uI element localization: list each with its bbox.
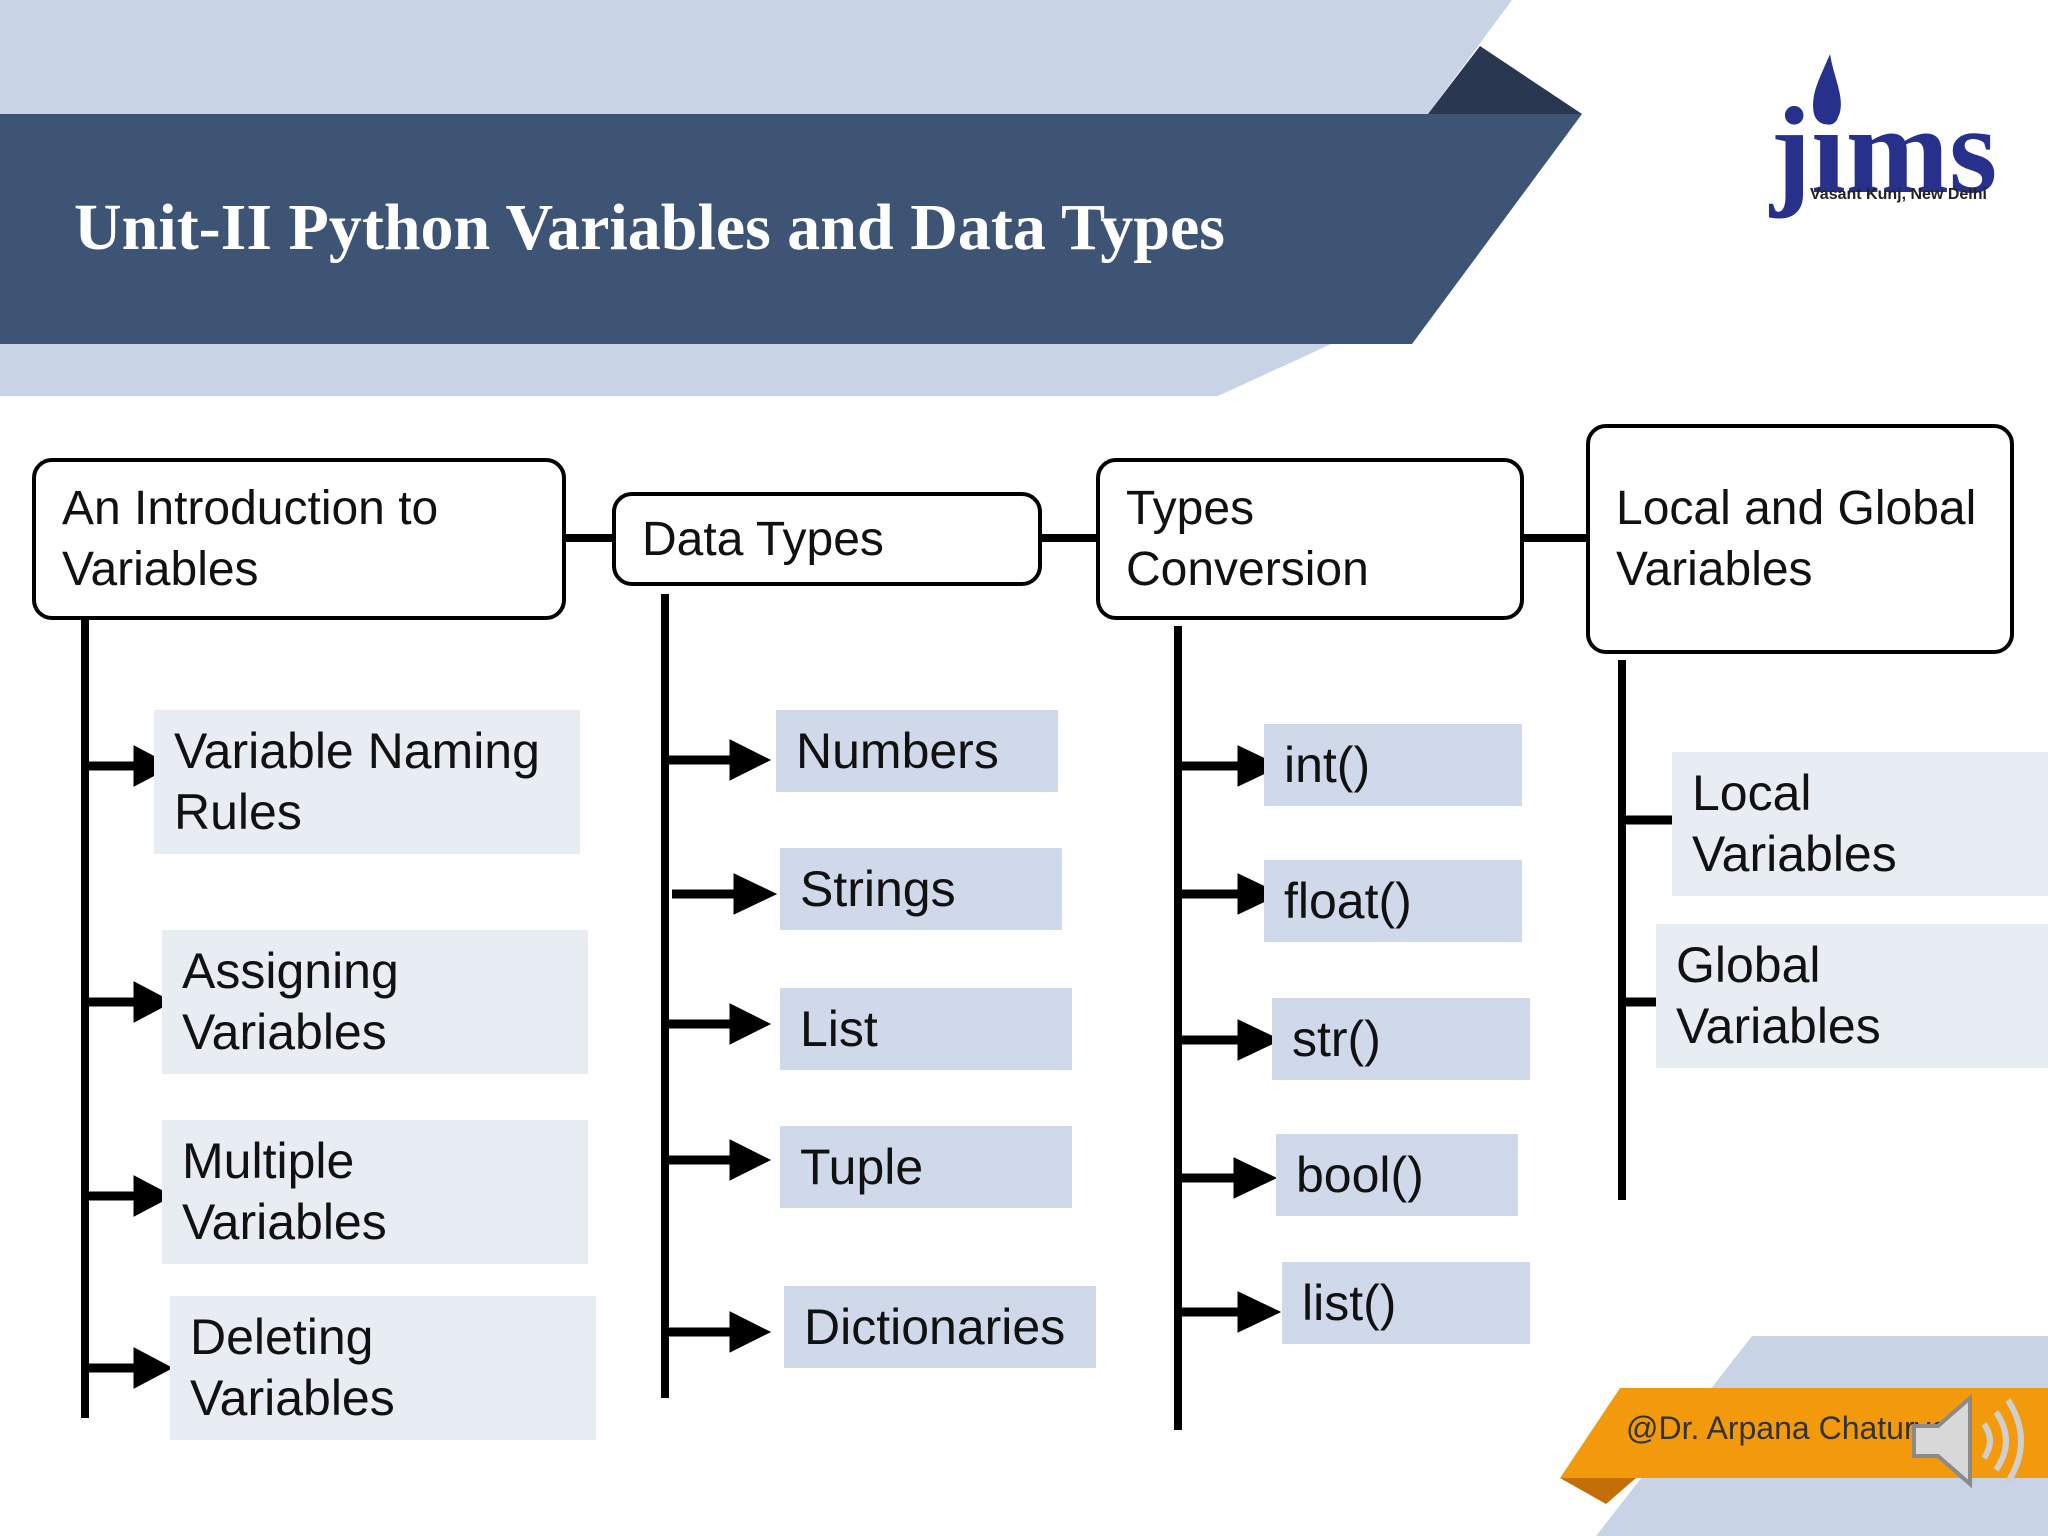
arrow-intro-1 [85,745,174,787]
item-list-func: list() [1282,1262,1530,1344]
item-deleting-variables: Deleting Variables [170,1296,596,1440]
item-strings: Strings [780,848,1062,930]
heading-label: Data Types [642,512,884,566]
item-local-variables: Local Variables [1672,752,2048,896]
arrow-types-5 [665,1311,772,1353]
item-numbers: Numbers [776,710,1058,792]
banner-light-bottom [0,340,1340,396]
connector-lines [81,534,1626,1430]
arrow-intro-2 [85,981,174,1023]
item-list: List [780,988,1072,1070]
logo-subtitle: Vasant Kunj, New Delhi [1810,186,1987,203]
arrow-types-1 [665,739,772,781]
item-variable-naming-rules: Variable Naming Rules [154,710,580,854]
item-str: str() [1272,998,1530,1080]
arrow-intro-3 [85,1175,174,1217]
footer-orange-fold [1560,1478,1636,1504]
heading-label: Local and Global Variables [1616,482,1977,596]
heading-local-global-variables: Local and Global Variables [1586,424,2014,654]
heading-types-conversion: Types Conversion [1096,458,1524,620]
banner-dark-triangle [1428,46,1582,114]
item-int: int() [1264,724,1522,806]
arrows [85,739,1726,1389]
item-dictionaries: Dictionaries [784,1286,1096,1368]
slide-title: Unit-II Python Variables and Data Types [74,191,1225,264]
arrow-types-3 [665,1003,772,1045]
arrow-conv-4 [1178,1157,1278,1199]
arrow-types-4 [665,1139,772,1181]
arrow-conv-2 [1178,873,1282,915]
banner-dark [0,114,1582,344]
item-multiple-variables: Multiple Variables [162,1120,588,1264]
jims-logo-icon: jims [1768,54,1997,219]
arrow-intro-4 [85,1347,174,1389]
speaker-icon[interactable] [1900,1386,2030,1496]
arrow-conv-5 [1178,1291,1282,1333]
heading-label: Types Conversion [1126,482,1369,596]
arrow-conv-3 [1178,1019,1282,1061]
heading-label: An Introduction to Variables [62,482,439,596]
arrow-conv-1 [1178,745,1282,787]
item-bool: bool() [1276,1134,1518,1216]
banner-light-top [0,0,1512,114]
heading-data-types: Data Types [612,492,1042,586]
svg-text:jims: jims [1768,82,1997,219]
item-tuple: Tuple [780,1126,1072,1208]
heading-intro-variables: An Introduction to Variables [32,458,566,620]
item-assigning-variables: Assigning Variables [162,930,588,1074]
arrow-types-2 [672,873,778,915]
item-global-variables: Global Variables [1656,924,2048,1068]
item-float: float() [1264,860,1522,942]
